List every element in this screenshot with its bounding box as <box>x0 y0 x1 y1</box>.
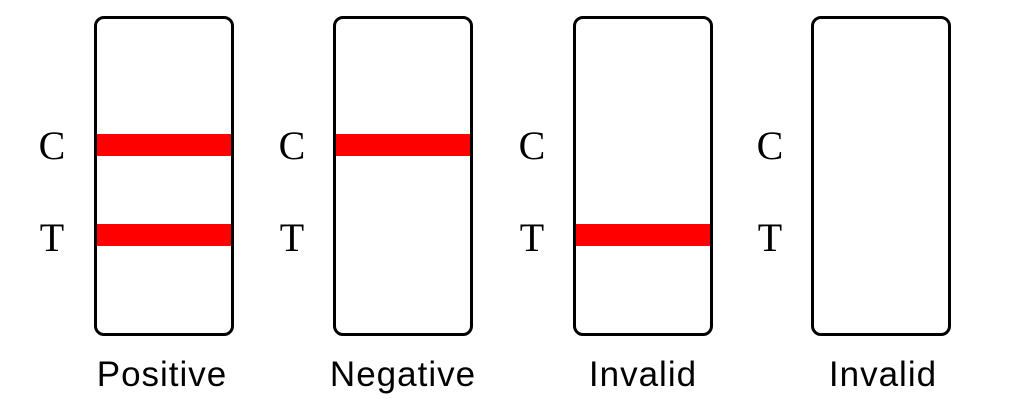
result-caption-positive: Positive <box>96 355 228 394</box>
test-marker-label: T <box>757 215 783 260</box>
test-marker-label: T <box>519 215 545 260</box>
test-strip-invalid-test-only <box>573 16 713 336</box>
control-line <box>336 134 470 156</box>
test-marker-label: T <box>39 215 65 260</box>
test-strip-negative <box>333 16 473 336</box>
control-marker-label: C <box>278 123 306 168</box>
control-marker-label: C <box>518 123 546 168</box>
test-line <box>97 224 231 246</box>
control-line <box>97 134 231 156</box>
result-caption-negative: Negative <box>329 355 477 394</box>
test-strip-panel-negative: C T Negative <box>0 0 500 404</box>
test-marker-label: T <box>279 215 305 260</box>
result-caption-invalid: Invalid <box>588 355 698 394</box>
test-strip-positive <box>94 16 234 336</box>
control-marker-label: C <box>38 123 66 168</box>
test-strip-invalid-no-lines <box>811 16 951 336</box>
result-caption-invalid: Invalid <box>828 355 938 394</box>
test-line <box>576 224 710 246</box>
test-strip-panel-positive: C T Positive <box>0 0 260 404</box>
test-strip-panel-invalid-test-only: C T Invalid <box>518 16 713 394</box>
control-marker-label: C <box>756 123 784 168</box>
